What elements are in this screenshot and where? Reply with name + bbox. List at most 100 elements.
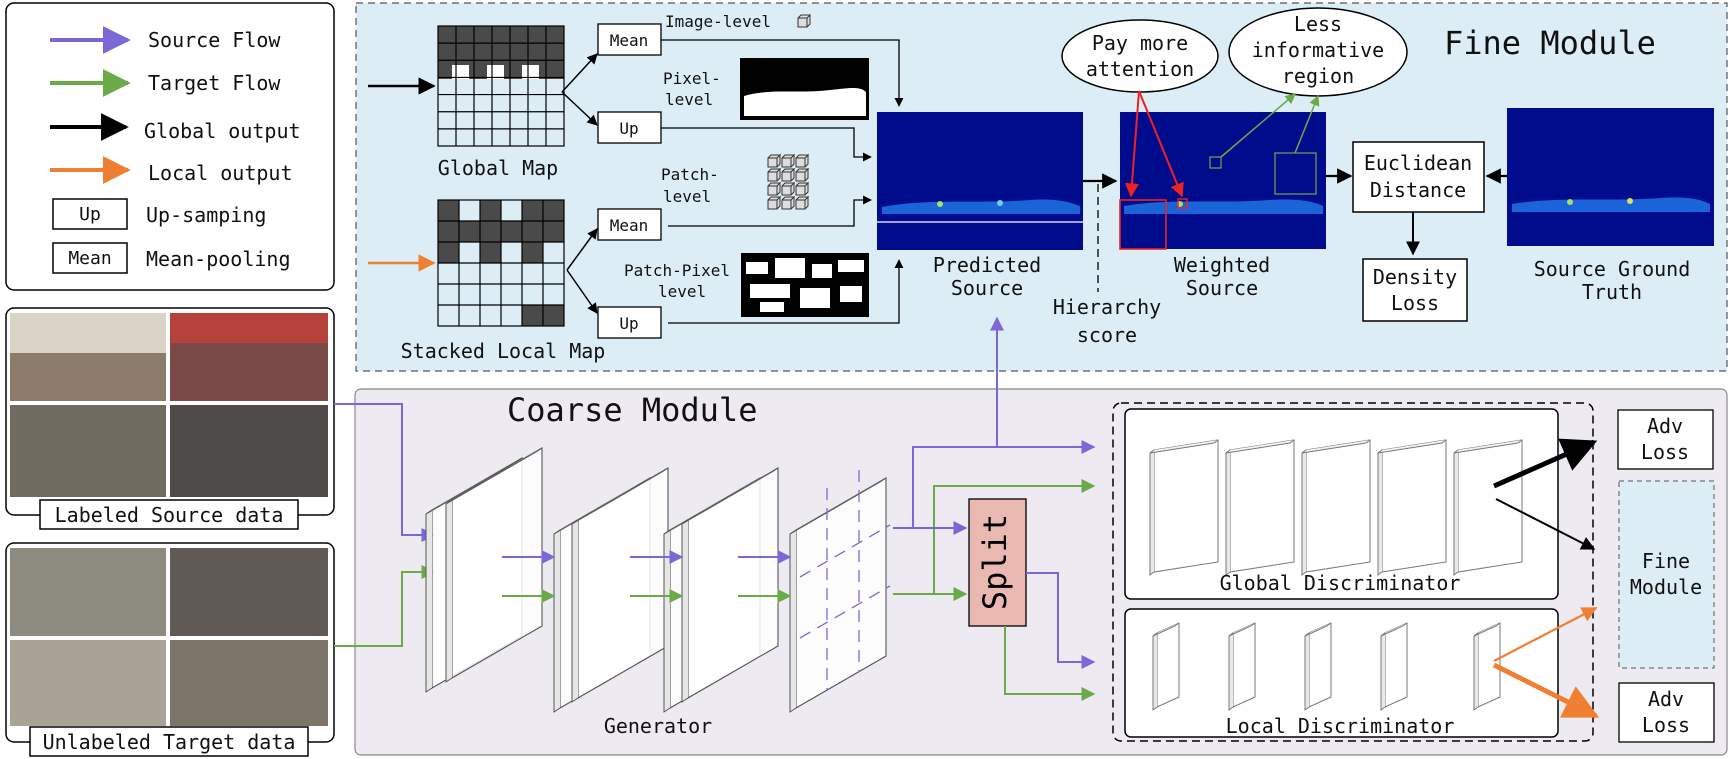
density-loss-line-2: Loss <box>1391 291 1439 315</box>
crowd-image <box>170 548 328 636</box>
legend-mean-desc: Mean-pooling <box>146 247 291 271</box>
global-to-fine-arrow <box>1495 498 1596 550</box>
fine-module-title: Fine Module <box>1444 24 1656 62</box>
target-to-global-disc <box>893 479 1096 595</box>
attention-region-small <box>1177 198 1188 209</box>
patch-level-label-2: level <box>663 187 711 206</box>
gt-label-2: Truth <box>1582 280 1642 304</box>
hierarchy-label-1: Hierarchy <box>1053 295 1161 319</box>
crowd-image <box>10 640 166 726</box>
legend-local-label: Local output <box>148 161 293 185</box>
up-box-patch-pixel <box>597 306 662 339</box>
legend-mean-box <box>52 242 128 274</box>
legend-up-text: Up <box>79 204 101 225</box>
legend: Source Flow Target Flow Global output Lo… <box>5 2 335 291</box>
mean-box-image <box>597 23 662 56</box>
adv-loss-global-line-2: Loss <box>1641 440 1689 464</box>
crowd-image <box>170 640 328 726</box>
branch-arrow <box>561 53 598 93</box>
cube-icon <box>797 13 811 28</box>
patch-level-flow <box>668 195 872 227</box>
global-discriminator-layers <box>1149 439 1523 576</box>
stacked-local-map-label: Stacked Local Map <box>401 339 606 363</box>
image-level-label: Image-level <box>665 12 771 31</box>
split-label: Split <box>976 514 1014 610</box>
less-informative-arrow <box>1220 93 1296 158</box>
adv-loss-local-line-1: Adv <box>1648 687 1684 711</box>
weighted-source-heatmap <box>1119 112 1326 250</box>
less-informative-small <box>1209 156 1222 169</box>
up-box-patch-pixel-text: Up <box>619 314 638 333</box>
branch-arrow <box>566 228 598 271</box>
global-map-grid <box>437 25 565 147</box>
branch-arrow <box>566 269 598 314</box>
crowd-image <box>10 405 166 497</box>
generator-output-grid <box>799 470 891 690</box>
labeled-source-data: Labeled Source data <box>5 307 335 530</box>
global-map-label: Global Map <box>438 156 558 180</box>
up-box-pixel-text: Up <box>619 119 638 138</box>
crowd-image <box>10 548 166 636</box>
unlabeled-target-caption-box <box>29 726 309 757</box>
global-discriminator-label: Global Discriminator <box>1220 571 1461 595</box>
labeled-source-caption: Labeled Source data <box>55 503 284 527</box>
fine-module-ref-line-2: Module <box>1630 575 1702 599</box>
gt-label-1: Source Ground <box>1534 257 1691 281</box>
legend-source-label: Source Flow <box>148 28 281 52</box>
density-loss-line-1: Density <box>1373 265 1457 289</box>
pay-attention-line-2: attention <box>1086 57 1194 81</box>
unlabeled-target-caption: Unlabeled Target data <box>43 730 296 754</box>
local-discriminator-layers <box>1152 622 1501 711</box>
weighted-label-1: Weighted <box>1174 253 1270 277</box>
branch-arrow <box>561 91 598 126</box>
less-informative-arrow <box>1294 95 1320 154</box>
stacked-local-map-grid <box>437 199 565 327</box>
generator-label: Generator <box>604 714 712 738</box>
labeled-source-caption-box <box>39 499 299 530</box>
density-loss-box <box>1362 258 1468 322</box>
mean-box-patch <box>597 208 662 241</box>
coarse-module: Coarse Module Generator Split <box>334 316 1728 756</box>
less-informative-line-2: informative <box>1252 38 1384 62</box>
pay-attention-line-1: Pay more <box>1092 31 1188 55</box>
global-adv-loss-arrow <box>1492 438 1598 489</box>
adv-loss-local-line-2: Loss <box>1642 713 1690 737</box>
fine-module-ref-box <box>1618 480 1715 669</box>
hierarchy-label-2: score <box>1077 323 1137 347</box>
local-adv-loss-arrow <box>1492 662 1600 719</box>
unlabeled-target-data: Unlabeled Target data <box>5 542 335 757</box>
adv-loss-global-line-1: Adv <box>1647 414 1683 438</box>
patch-cubes-icon <box>767 153 810 210</box>
adv-loss-box-global <box>1617 409 1714 470</box>
source-input-flow <box>334 403 436 542</box>
patch-pixel-label-1: Patch-Pixel <box>624 261 730 280</box>
target-input-flow <box>334 565 436 647</box>
attention-region-large <box>1119 199 1167 250</box>
less-informative-line-1: Less <box>1294 12 1342 36</box>
euclidean-line-2: Distance <box>1370 178 1466 202</box>
fine-module: Fine Module Global Map Stacked Local Map… <box>355 2 1728 372</box>
fine-module-ref-line-1: Fine <box>1642 549 1690 573</box>
predicted-label-1: Predicted <box>933 253 1041 277</box>
euclidean-line-1: Euclidean <box>1364 151 1472 175</box>
attention-arrow <box>1124 90 1140 198</box>
pixel-level-flow <box>661 127 872 162</box>
image-level-flow <box>661 39 904 107</box>
patch-pixel-label-2: level <box>658 282 706 301</box>
pixel-level-label-1: Pixel- <box>663 69 721 88</box>
legend-up-desc: Up-samping <box>146 203 266 227</box>
adv-loss-box-local <box>1618 682 1715 743</box>
patch-level-label-1: Patch- <box>661 165 719 184</box>
mean-box-patch-text: Mean <box>610 216 649 235</box>
local-to-fine-arrow <box>1493 607 1598 662</box>
less-informative-line-3: region <box>1282 64 1354 88</box>
generator-layers <box>425 447 887 713</box>
predicted-label-2: Source <box>951 276 1023 300</box>
split-target-to-local <box>1004 626 1096 701</box>
attention-arrow <box>1138 90 1184 198</box>
patch-pixel-flow <box>668 259 904 324</box>
mean-box-image-text: Mean <box>610 31 649 50</box>
legend-global-label: Global output <box>144 119 301 143</box>
discriminators-group <box>1112 402 1594 742</box>
local-discriminator-label: Local Discriminator <box>1226 714 1455 738</box>
